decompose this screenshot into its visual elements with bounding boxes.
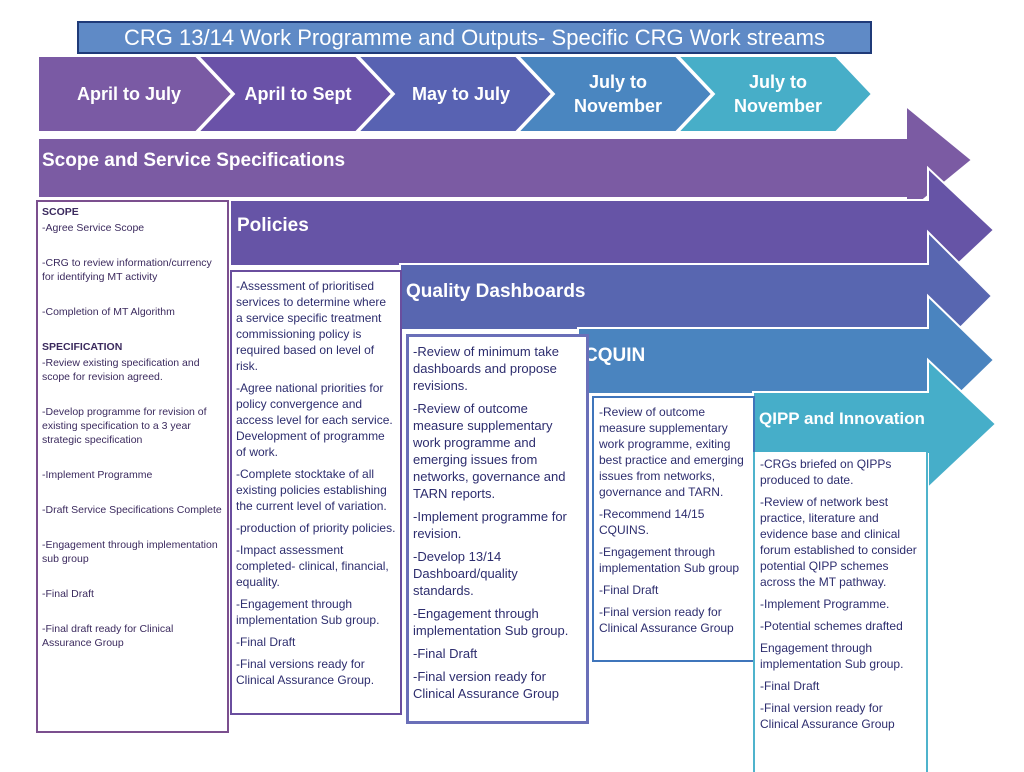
quality-item: -Review of minimum take dashboards and p… — [413, 344, 559, 393]
qipp-column: -CRGs briefed on QIPPs produced to date.… — [753, 452, 928, 772]
policies-item: -Final versions ready for Clinical Assur… — [236, 657, 375, 687]
chevron-4 — [515, 55, 714, 133]
policies-column: -Assessment of prioritised services to d… — [230, 270, 402, 715]
page-title: CRG 13/14 Work Programme and Outputs- Sp… — [77, 21, 872, 54]
quality-column: -Review of minimum take dashboards and p… — [406, 334, 589, 724]
quality-item: -Develop 13/14 Dashboard/quality standar… — [413, 549, 518, 598]
chevron-label-2: April to Sept — [244, 84, 352, 104]
cquin-item: -Recommend 14/15 CQUINS. — [599, 507, 705, 537]
qipp-item: -Potential schemes drafted — [760, 619, 903, 633]
policies-item: -Final Draft — [236, 635, 296, 649]
quality-item: -Implement programme for revision. — [413, 509, 567, 541]
arrow-policies-shape — [229, 165, 996, 295]
scope-item: -Implement Programme — [42, 469, 153, 481]
chevron-1 — [37, 55, 234, 133]
cquin-item: -Engagement through implementation Sub g… — [599, 545, 740, 575]
quality-item: -Engagement through implementation Sub g… — [413, 606, 569, 638]
scope-item: -CRG to review information/currency for … — [42, 257, 212, 283]
policies-item: -Engagement through implementation Sub g… — [236, 597, 380, 627]
qipp-item: -Final Draft — [760, 679, 820, 693]
quality-item: -Final Draft — [413, 646, 478, 661]
arrow-label-scope: Scope and Service Specifications — [42, 150, 346, 171]
qipp-item: -CRGs briefed on QIPPs produced to date. — [760, 457, 892, 487]
scope-item: -Final draft ready for Clinical Assuranc… — [42, 623, 174, 649]
scope-item: -Develop programme for revision of exist… — [42, 406, 207, 446]
scope-column: SCOPE -Agree Service Scope -CRG to revie… — [36, 200, 229, 733]
qipp-item: -Final version ready for Clinical Assura… — [760, 701, 895, 731]
chevron-3 — [355, 55, 554, 133]
policies-item: -production of priority policies. — [236, 521, 396, 535]
qipp-item: Engagement through implementation Sub gr… — [760, 641, 904, 671]
policies-item: -Agree national priorities for policy co… — [236, 381, 393, 459]
specification-heading: SPECIFICATION — [42, 341, 123, 353]
arrow-label-policies: Policies — [237, 215, 309, 236]
cquin-item: -Final version ready for Clinical Assura… — [599, 605, 734, 635]
arrow-label-quality: Quality Dashboards — [406, 281, 586, 302]
chevron-5 — [675, 55, 874, 133]
scope-heading: SCOPE — [42, 206, 79, 218]
quality-item: -Final version ready for Clinical Assura… — [413, 669, 559, 701]
policies-item: -Complete stocktake of all existing poli… — [236, 467, 387, 513]
quality-item: -Review of outcome measure supplementary… — [413, 401, 566, 501]
scope-item: -Draft Service Specifications Complete — [42, 504, 222, 516]
chevron-label-1: April to July — [76, 84, 181, 104]
chevron-label-5: July to November — [733, 72, 823, 116]
scope-item: -Engagement through implementation sub g… — [42, 539, 218, 565]
chevron-2 — [195, 55, 394, 133]
scope-item: -Completion of MT Algorithm — [42, 306, 175, 318]
chevron-label-3: May to July — [411, 84, 511, 104]
qipp-item: -Implement Programme. — [760, 597, 890, 611]
scope-item: -Agree Service Scope — [42, 222, 145, 234]
policies-item: -Assessment of prioritised services to d… — [236, 279, 387, 373]
scope-item: -Review existing specification and scope… — [42, 357, 200, 383]
qipp-item: -Review of network best practice, litera… — [760, 495, 917, 589]
arrow-label-qipp: QIPP and Innovation — [759, 409, 925, 428]
cquin-column: -Review of outcome measure supplementary… — [592, 396, 755, 662]
policies-item: -Impact assessment completed- clinical, … — [236, 543, 389, 589]
chevron-label-4: July to November — [573, 72, 663, 116]
scope-item: -Final Draft — [42, 588, 94, 600]
arrow-label-cquin: CQUIN — [584, 345, 646, 366]
cquin-item: -Review of outcome measure supplementary… — [599, 405, 744, 499]
cquin-item: -Final Draft — [599, 583, 659, 597]
